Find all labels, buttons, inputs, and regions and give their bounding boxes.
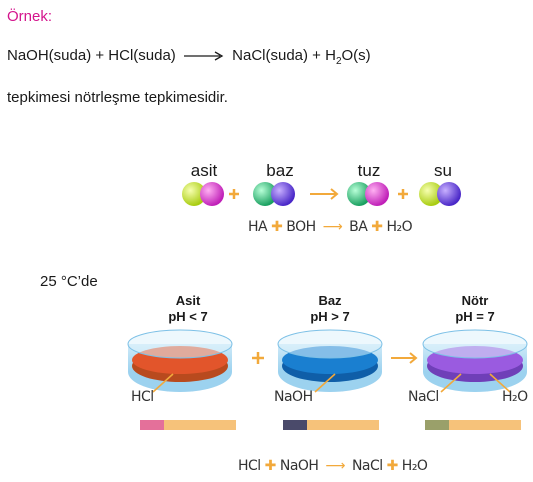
formula-ha: HA — [248, 219, 268, 235]
plus-icon — [229, 189, 239, 199]
molecule-diagram — [182, 182, 461, 206]
ph-strip-neutral — [425, 420, 521, 430]
dish-label-neutral: Nötr pH = 7 — [435, 293, 515, 325]
long-arrow-icon — [183, 51, 224, 61]
plus-icon: ✚ — [371, 219, 383, 235]
equation-right-b: O(s) — [341, 47, 371, 64]
bottom-hcl: HCl — [238, 458, 261, 474]
temperature-label: 25 °C’de — [40, 273, 98, 290]
chem-label-nacl: NaCl — [408, 389, 439, 405]
dish-ph-base: pH > 7 — [310, 309, 350, 324]
chem-label-hcl: HCl — [131, 389, 154, 405]
bottom-h2o: H₂O — [401, 458, 428, 474]
plus-icon: ✚ — [264, 458, 277, 474]
acid-molecule — [182, 182, 224, 206]
neutral-dish — [422, 329, 528, 392]
dish-label-acid: Asit pH < 7 — [148, 293, 228, 325]
salt-molecule — [347, 182, 389, 206]
chem-label-h2o: H₂O — [502, 389, 528, 405]
bottom-naoh: NaOH — [279, 458, 319, 474]
arrow-icon: ⟶ — [325, 458, 345, 474]
equation-right-a: NaCl(suda) + H — [232, 47, 336, 64]
bottom-formula: HCl ✚ NaOH ⟶ NaCl ✚ H₂O — [238, 458, 428, 474]
dish-label-base: Baz pH > 7 — [290, 293, 370, 325]
plus-icon — [252, 352, 264, 364]
arrow-icon — [391, 352, 418, 364]
ph-strip-tip — [425, 420, 449, 430]
label-su: su — [434, 161, 452, 180]
equation-subscript: 2 — [335, 56, 342, 67]
plus-icon: ✚ — [271, 219, 283, 235]
chem-label-naoh: NaOH — [274, 389, 313, 405]
molecule-formula: HA ✚ BOH ⟶ BA ✚ H₂O — [248, 219, 413, 235]
dish-ph-acid: pH < 7 — [168, 309, 208, 324]
dish-ph-neutral: pH = 7 — [455, 309, 495, 324]
plus-icon: ✚ — [386, 458, 399, 474]
arrow-icon: ⟶ — [322, 219, 343, 235]
ph-strip-acid — [140, 420, 236, 430]
ph-strip-base — [283, 420, 379, 430]
plus-icon — [398, 189, 408, 199]
dish-title-acid: Asit — [175, 293, 201, 308]
formula-h2o: H₂O — [386, 219, 413, 235]
ph-strip-tip — [140, 420, 164, 430]
formula-boh: BOH — [286, 219, 316, 235]
base-dish — [277, 329, 383, 392]
water-molecule — [419, 182, 461, 206]
equation-left: NaOH(suda) + HCl(suda) — [7, 47, 176, 64]
petri-dishes — [127, 329, 528, 393]
dish-title-neutral: Nötr — [461, 293, 489, 308]
arrow-icon — [310, 188, 339, 200]
label-tuz: tuz — [357, 161, 381, 180]
reaction-equation: NaOH(suda) + HCl(suda) NaCl(suda) + H2O(… — [7, 47, 371, 67]
base-molecule — [253, 182, 295, 206]
label-pointers — [152, 373, 511, 393]
formula-ba: BA — [349, 219, 368, 235]
acid-dish — [127, 329, 233, 392]
example-heading: Örnek: — [7, 8, 53, 25]
bottom-nacl: NaCl — [351, 458, 383, 474]
label-asit: asit — [190, 161, 218, 180]
ph-strip-tip — [283, 420, 307, 430]
dish-title-base: Baz — [318, 293, 342, 308]
label-baz: baz — [266, 161, 294, 180]
reaction-description: tepkimesi nötrleşme tepkimesidir. — [7, 89, 228, 106]
